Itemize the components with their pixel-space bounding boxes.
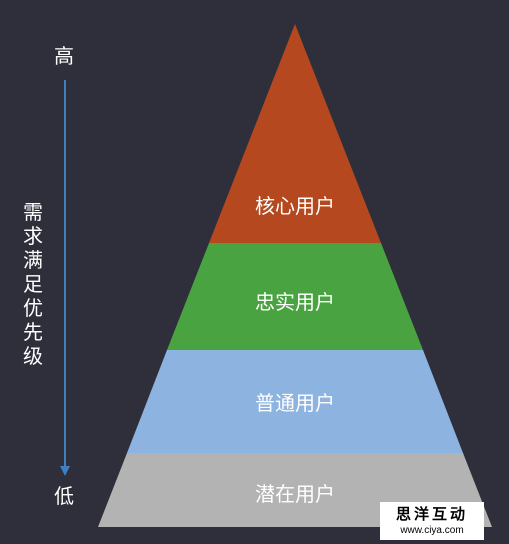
tier-label-loyal: 忠实用户 — [255, 290, 335, 314]
axis-low-label: 低 — [54, 484, 74, 508]
tier-label-regular: 普通用户 — [255, 391, 335, 415]
axis-arrow-line — [64, 80, 66, 468]
pyramid-tier-core — [209, 24, 381, 243]
pyramid-tier-regular — [127, 350, 463, 453]
watermark-logo: 思洋互动 www.ciya.com — [380, 502, 484, 540]
axis-title: 需求满足优先级 — [23, 200, 43, 368]
tier-label-core: 核心用户 — [255, 194, 335, 218]
watermark-main-text: 思洋互动 — [395, 506, 468, 523]
arrow-down-icon — [60, 466, 70, 476]
tier-label-potential: 潜在用户 — [255, 482, 335, 506]
watermark-url-text: www.ciya.com — [400, 525, 464, 536]
axis-high-label: 高 — [54, 44, 74, 68]
pyramid-tier-loyal — [167, 243, 423, 350]
